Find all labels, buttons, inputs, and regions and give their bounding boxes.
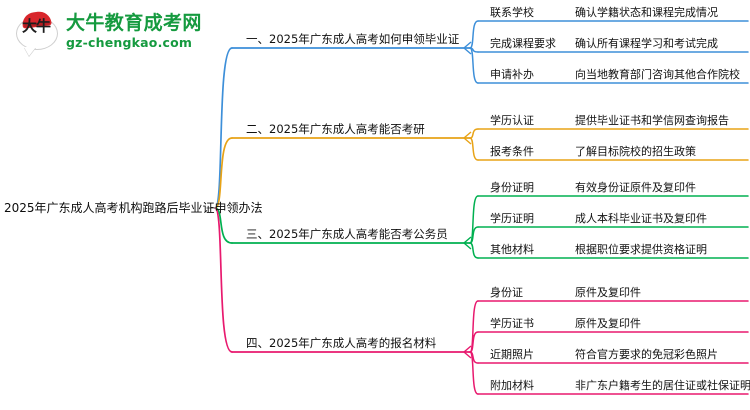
leaf-key-一-3[interactable]: 申请补办	[490, 68, 534, 81]
branch-label-一[interactable]: 一、2025年广东成人高考如何申领毕业证	[246, 32, 460, 46]
branch-label-三[interactable]: 三、2025年广东成人高考能否考公务员	[246, 227, 448, 241]
leaf-value-三-3[interactable]: 根据职位要求提供资格证明	[575, 243, 707, 256]
leaf-value-一-1[interactable]: 确认学籍状态和课程完成情况	[575, 6, 718, 19]
logo-title: 大牛教育成考网	[66, 12, 202, 35]
leaf-value-四-3[interactable]: 符合官方要求的免冠彩色照片	[575, 348, 718, 361]
root-node-label: 2025年广东成人高考机构跑路后毕业证申领办法	[4, 201, 263, 215]
leaf-key-四-2[interactable]: 学历证书	[490, 317, 534, 330]
leaf-key-三-2[interactable]: 学历证明	[490, 212, 534, 225]
leaf-key-二-1[interactable]: 学历认证	[490, 114, 534, 127]
leaf-key-一-1[interactable]: 联系学校	[490, 6, 534, 19]
logo-text-block: 大牛教育成考网 gz-chengkao.com	[66, 14, 202, 50]
branch-label-二[interactable]: 二、2025年广东成人高考能否考研	[246, 122, 425, 136]
leaf-key-一-2[interactable]: 完成课程要求	[490, 37, 556, 50]
branch-label-四[interactable]: 四、2025年广东成人高考的报名材料	[246, 336, 437, 350]
leaf-value-四-1[interactable]: 原件及复印件	[575, 286, 641, 299]
leaf-key-二-2[interactable]: 报考条件	[490, 145, 534, 158]
site-logo: 大牛 大牛教育成考网 gz-chengkao.com	[14, 7, 229, 57]
leaf-value-三-2[interactable]: 成人本科毕业证书及复印件	[575, 212, 707, 225]
leaf-key-三-3[interactable]: 其他材料	[490, 243, 534, 256]
logo-mark-text: 大牛	[21, 17, 51, 35]
leaf-value-四-2[interactable]: 原件及复印件	[575, 317, 641, 330]
leaf-key-四-3[interactable]: 近期照片	[490, 348, 534, 361]
leaf-value-二-1[interactable]: 提供毕业证书和学信网查询报告	[575, 114, 729, 127]
leaf-key-四-4[interactable]: 附加材料	[490, 379, 534, 392]
leaf-value-二-2[interactable]: 了解目标院校的招生政策	[575, 145, 696, 158]
leaf-key-三-1[interactable]: 身份证明	[490, 181, 534, 194]
logo-mark-icon: 大牛	[14, 10, 60, 54]
leaf-value-一-3[interactable]: 向当地教育部门咨询其他合作院校	[575, 68, 740, 81]
logo-subtitle: gz-chengkao.com	[66, 35, 193, 51]
leaf-value-三-1[interactable]: 有效身份证原件及复印件	[575, 181, 696, 194]
leaf-value-一-2[interactable]: 确认所有课程学习和考试完成	[575, 37, 718, 50]
leaf-key-四-1[interactable]: 身份证	[490, 286, 523, 299]
leaf-value-四-4[interactable]: 非广东户籍考生的居住证或社保证明	[575, 379, 750, 392]
